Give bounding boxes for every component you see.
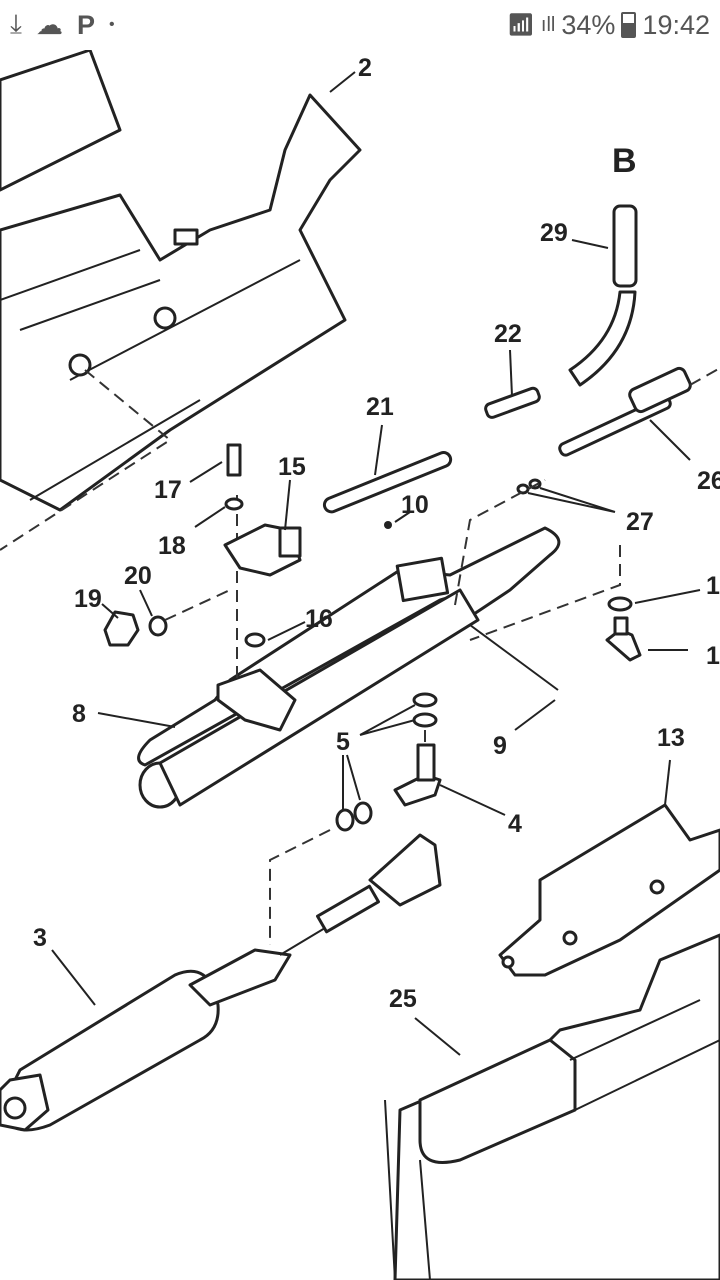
section-label-b: B <box>612 142 637 180</box>
part-25-tank <box>384 933 720 1280</box>
part-2-housing <box>0 48 362 512</box>
part-22-connector <box>484 349 541 419</box>
callout-13: 13 <box>657 724 685 752</box>
callout-8: 8 <box>72 700 86 728</box>
callout-1b: 1 <box>706 642 720 670</box>
parking-app-icon: P <box>76 9 95 40</box>
callout-10: 10 <box>401 491 429 519</box>
callout-2: 2 <box>358 54 372 82</box>
part-29-hose <box>568 204 638 387</box>
dot-icon: • <box>108 16 115 33</box>
callout-18: 18 <box>158 532 186 560</box>
wifi-icon: 📶︎ <box>506 12 535 37</box>
callout-21: 21 <box>366 393 394 421</box>
callout-27: 27 <box>626 508 654 536</box>
battery-percent: 34% <box>561 9 616 40</box>
callout-16: 16 <box>305 605 333 633</box>
callout-1a: 1 <box>706 572 720 600</box>
part-15-regulator <box>223 479 302 577</box>
cloud-clock-icon: ☁ <box>35 9 63 40</box>
callout-26: 26 <box>697 467 720 495</box>
callout-20: 20 <box>124 562 152 590</box>
callout-29: 29 <box>540 219 568 247</box>
status-bar: ⤓ ☁ P • 📶︎ ıll 34% 19:42 <box>0 0 720 50</box>
callout-17: 17 <box>154 476 182 504</box>
battery-icon <box>621 12 637 38</box>
callout-9: 9 <box>493 732 507 760</box>
part-8-fuel-rail <box>97 526 561 809</box>
part-26-valve <box>558 366 720 461</box>
download-icon: ⤓ <box>10 9 22 39</box>
clock: 19:42 <box>642 9 710 40</box>
callout-15: 15 <box>278 453 306 481</box>
callout-22: 22 <box>494 320 522 348</box>
callout-4: 4 <box>508 810 522 838</box>
callout-3: 3 <box>33 924 47 952</box>
part-13-bracket <box>498 759 720 977</box>
callout-25: 25 <box>389 985 417 1013</box>
callout-5: 5 <box>336 728 350 756</box>
signal-icon: ıll <box>540 13 556 36</box>
part-3-fuel-pump <box>0 833 442 1132</box>
part-21-rod <box>322 424 453 514</box>
callout-19: 19 <box>74 585 102 613</box>
part-4-fitting <box>393 743 506 816</box>
